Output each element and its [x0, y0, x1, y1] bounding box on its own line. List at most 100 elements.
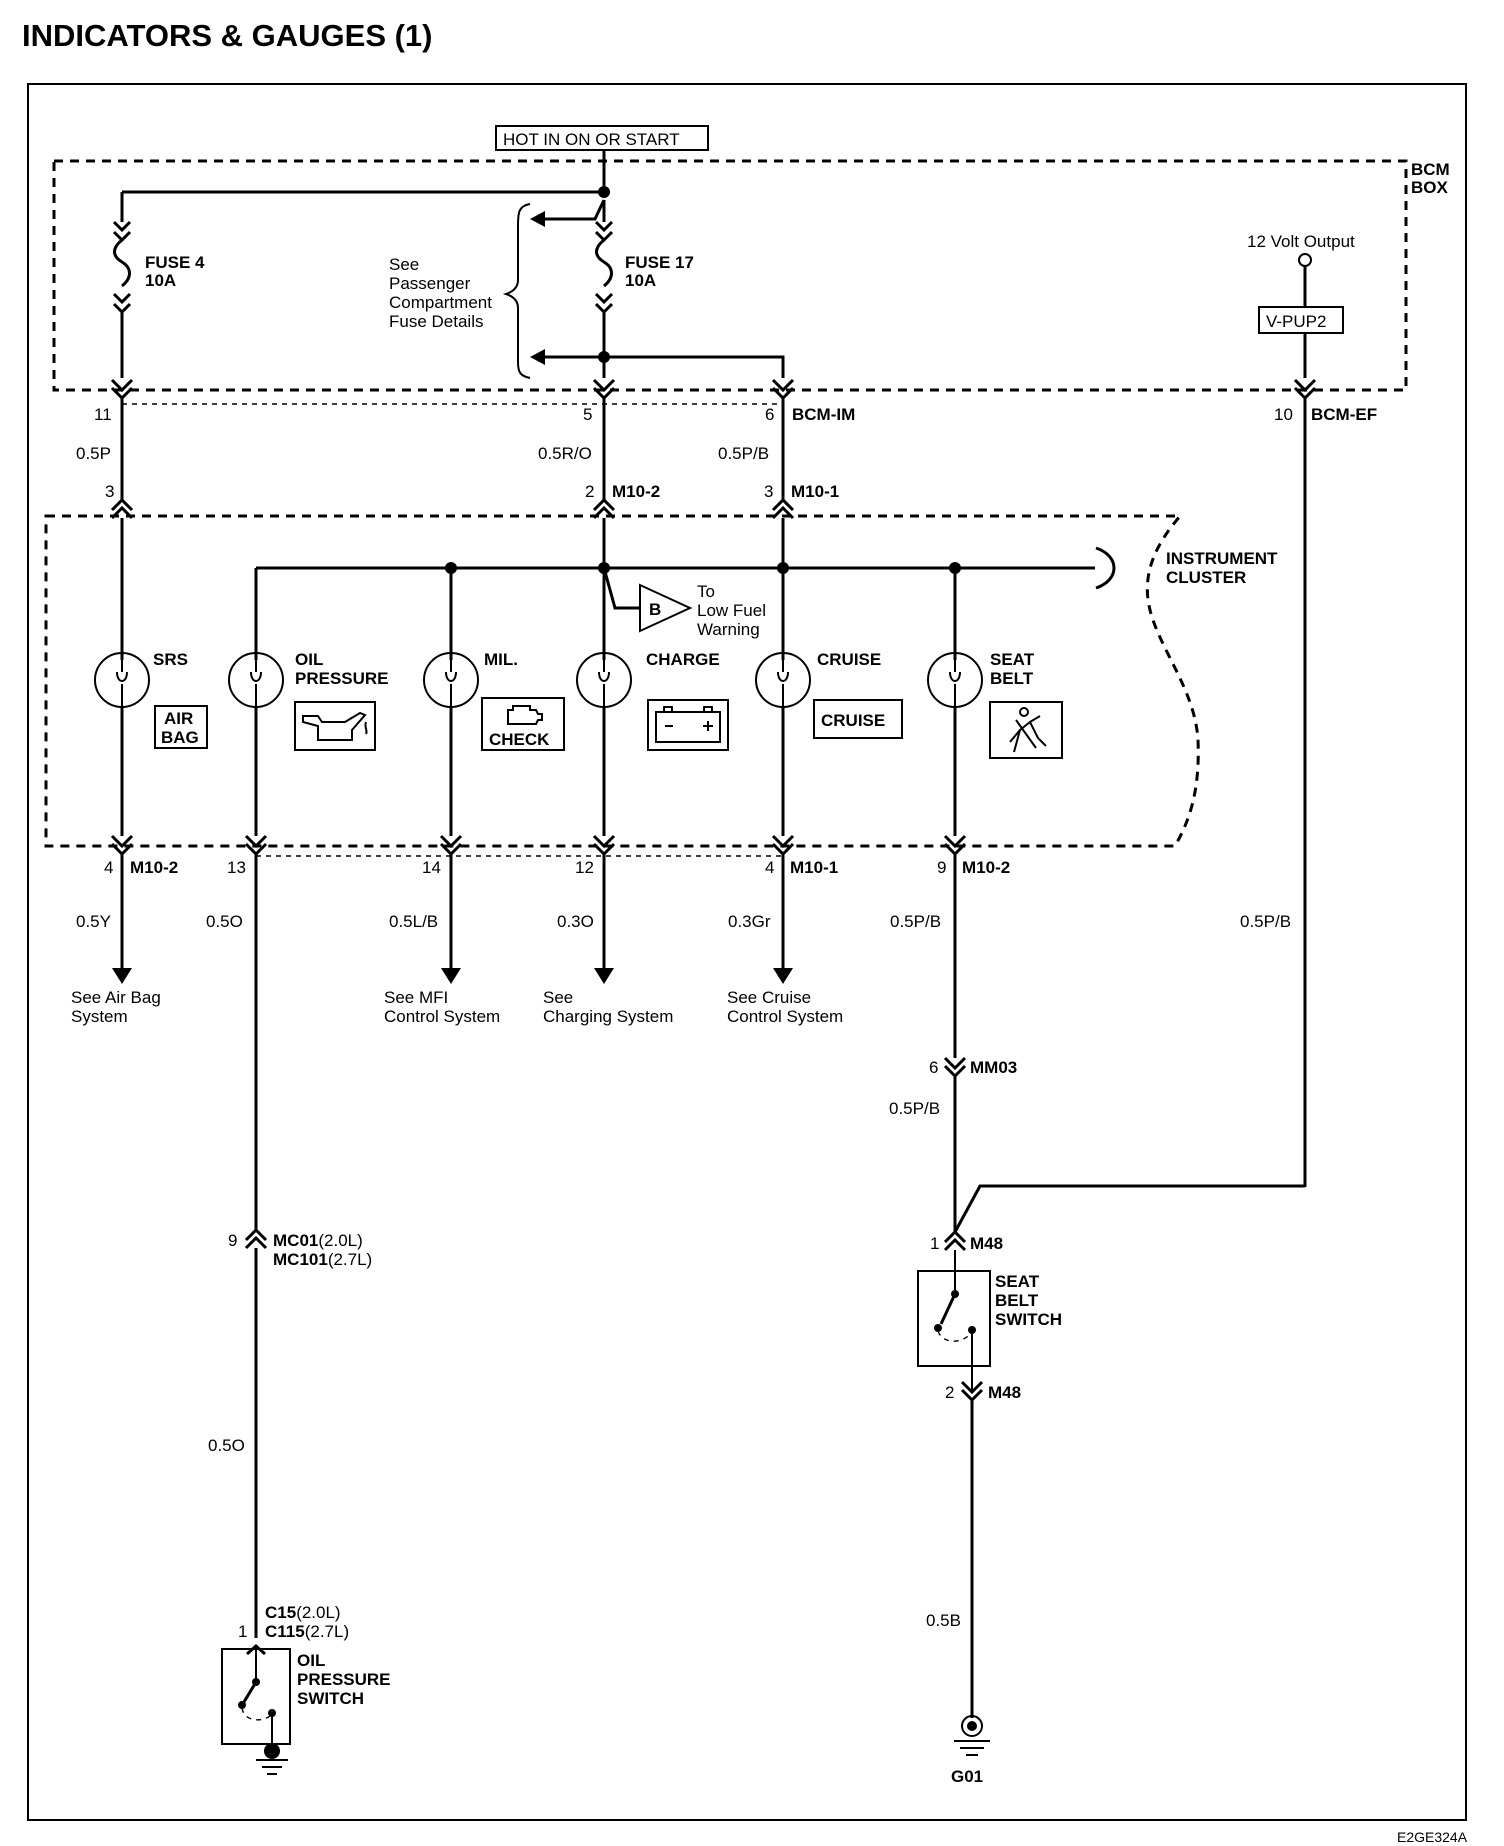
chevron-mm03 — [943, 1056, 967, 1079]
see-passenger-1: See — [389, 255, 419, 274]
wire-color-05o: 0.5O — [206, 912, 243, 931]
m10-1-upper: M10-1 — [791, 482, 839, 501]
c15-id: C15 — [265, 1603, 296, 1622]
seat-belt-switch — [917, 1250, 991, 1392]
ref-cruise-2: Control System — [727, 1007, 843, 1026]
diagram-frame — [27, 83, 1467, 1821]
wire-color-05pb-bcm-ef: 0.5P/B — [1240, 912, 1291, 931]
svg-text:CRUISE: CRUISE — [821, 711, 885, 730]
passenger-arrow-upper-head — [530, 211, 545, 227]
pin-5: 5 — [583, 405, 592, 424]
lamp-mil — [423, 652, 479, 708]
cluster-label-2: CLUSTER — [1166, 568, 1246, 587]
connector-mc101: MC101(2.7L) — [273, 1250, 372, 1269]
fuse17-symbol — [594, 200, 614, 378]
cruise-icon: CRUISE — [813, 699, 903, 739]
wire-color-05p: 0.5P — [76, 444, 111, 463]
passenger-arrow-lower-head — [530, 349, 545, 365]
wire-color-05b: 0.5B — [926, 1611, 961, 1630]
wire-bcm-ef-join — [953, 1184, 1305, 1233]
pin-4b: 4 — [765, 858, 774, 877]
wire-color-05pb-seat: 0.5P/B — [890, 912, 941, 931]
svg-text:CHECK: CHECK — [489, 730, 550, 749]
vpup2-label: V-PUP2 — [1266, 312, 1326, 331]
connector-c15: C15(2.0L) — [265, 1603, 341, 1622]
cluster-label-1: INSTRUMENT — [1166, 549, 1278, 568]
m10-2-upper: M10-2 — [612, 482, 660, 501]
oil-switch-label-2: PRESSURE — [297, 1670, 391, 1689]
seatbelt-switch-label-2: BELT — [995, 1291, 1039, 1310]
connector-c115: C115(2.7L) — [265, 1622, 349, 1641]
wire-color-05pb: 0.5P/B — [718, 444, 769, 463]
low-fuel-line2: Low Fuel — [697, 601, 766, 620]
pin-9-mc01: 9 — [228, 1231, 237, 1250]
pin-11: 11 — [94, 405, 112, 424]
wire-to-bcm-im — [604, 355, 785, 378]
fuse17-rating: 10A — [625, 271, 656, 290]
ref-charging-1: See — [543, 988, 573, 1007]
ref-mfi-1: See MFI — [384, 988, 448, 1007]
wire-color-oil-lower: 0.5O — [208, 1436, 245, 1455]
lamp-oil-name: OIL — [295, 650, 323, 669]
mc101-id: MC101 — [273, 1250, 328, 1269]
figure-code: E2GE324A — [1397, 1829, 1468, 1845]
check-engine-icon: CHECK — [481, 697, 565, 751]
pin-4a: 4 — [104, 858, 113, 877]
passenger-arrow-upper — [540, 199, 606, 221]
ref-airbag-1: See Air Bag — [71, 988, 161, 1007]
wire-color-mm03-lower: 0.5P/B — [889, 1099, 940, 1118]
pin-13: 13 — [227, 858, 246, 877]
see-passenger-2: Passenger — [389, 274, 471, 293]
pin-14: 14 — [422, 858, 441, 877]
fuse4-symbol — [112, 192, 132, 378]
bcm-box-label-2: BOX — [1411, 178, 1449, 197]
pin-6-mm03: 6 — [929, 1058, 938, 1077]
pin-2-m48: 2 — [945, 1383, 954, 1402]
ref-charging-2: Charging System — [543, 1007, 673, 1026]
pin-2: 2 — [585, 482, 594, 501]
volt-output-terminal — [1298, 253, 1312, 267]
lamp-seatbelt-name: SEAT — [990, 650, 1035, 669]
seatbelt-switch-label-1: SEAT — [995, 1272, 1040, 1291]
splice-seatbelt — [949, 562, 961, 574]
wire-color-05ro: 0.5R/O — [538, 444, 592, 463]
ref-mfi-2: Control System — [384, 1007, 500, 1026]
wire-color-05y: 0.5Y — [76, 912, 111, 931]
connector-mc01: MC01(2.0L) — [273, 1231, 363, 1250]
connector-m48-top: M48 — [970, 1234, 1003, 1253]
fuse4-name: FUSE 4 — [145, 253, 205, 272]
c115-note: (2.7L) — [305, 1622, 349, 1641]
lamp-cruise-name: CRUISE — [817, 650, 881, 669]
m10-1-lower: M10-1 — [790, 858, 838, 877]
lamp-oil-sub: PRESSURE — [295, 669, 389, 688]
mc01-note: (2.0L) — [318, 1231, 362, 1250]
pin-3a: 3 — [105, 482, 114, 501]
see-passenger-3: Compartment — [389, 293, 492, 312]
see-passenger-4: Fuse Details — [389, 312, 483, 331]
svg-text:AIR: AIR — [164, 709, 193, 728]
splice-cruise — [777, 562, 789, 574]
volt-output-label: 12 Volt Output — [1247, 232, 1355, 251]
pin-1-m48: 1 — [930, 1234, 939, 1253]
bcm-im-label: BCM-IM — [792, 405, 855, 424]
low-fuel-to: To — [697, 582, 715, 601]
wire-color-03o: 0.3O — [557, 912, 594, 931]
ground-g01-icon — [954, 1715, 990, 1756]
bcm-box-outline — [52, 159, 1408, 392]
low-fuel-buffer — [639, 583, 693, 633]
m10-2-lower-b: M10-2 — [962, 858, 1010, 877]
ref-airbag-2: System — [71, 1007, 128, 1026]
oil-can-icon — [294, 701, 376, 751]
chevron-m48-top — [943, 1229, 967, 1252]
arrow-cruise-ref — [773, 968, 793, 984]
m10-2-lower-a: M10-2 — [130, 858, 178, 877]
c115-id: C115 — [265, 1622, 305, 1641]
seatbelt-switch-label-3: SWITCH — [995, 1310, 1062, 1329]
airbag-icon: AIR BAG — [154, 705, 208, 749]
ground-g01-label: G01 — [951, 1767, 983, 1786]
chevron-mc01 — [244, 1227, 268, 1250]
mc01-id: MC01 — [273, 1231, 318, 1250]
lamp-oil-pressure — [228, 652, 284, 708]
wire-low-fuel — [602, 567, 640, 610]
low-fuel-b-label: B — [649, 600, 661, 619]
